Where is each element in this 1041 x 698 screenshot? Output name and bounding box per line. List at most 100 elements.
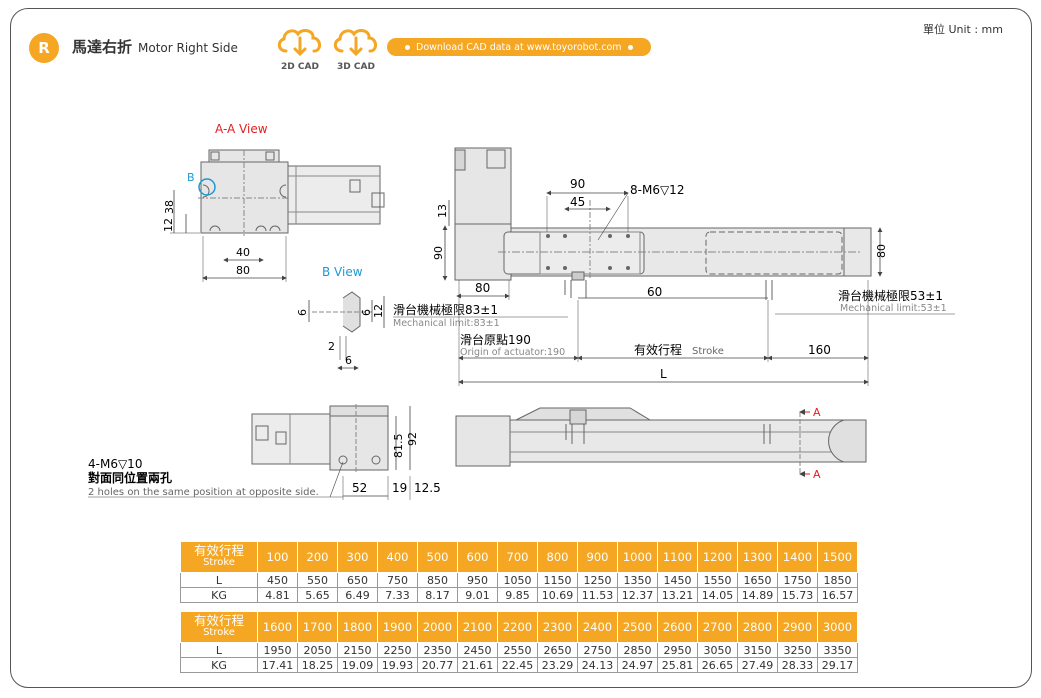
unit-label: 單位 Unit : mm [922,23,1003,36]
table-cell: 1200 [697,541,738,573]
dim-81-5: 81.5 [392,434,405,459]
table-cell: 24.13 [577,657,618,673]
table-cell: 750 [377,572,418,588]
table-cell: 650 [337,572,378,588]
table-cell: 12.37 [617,587,658,603]
table-cell: 2100 [457,611,498,643]
title-cn: 馬達右折 [72,38,133,56]
screw-spec-8: 8-M6▽12 [630,183,684,197]
row-header-cell: L [180,572,258,588]
table-cell: 1500 [817,541,858,573]
download-cad-link[interactable]: Download CAD data at www.toyorobot.com [387,38,651,56]
dim-6-bview-r: 6 [360,309,373,316]
dim-45: 45 [570,195,585,209]
table-cell: 2250 [377,642,418,658]
table-cell: 2750 [577,642,618,658]
table-cell: 2600 [657,611,698,643]
table-cell: 1300 [737,541,778,573]
dim-160: 160 [808,343,831,357]
table-cell: 1600 [257,611,298,643]
table-cell: 29.17 [817,657,858,673]
cad-3d-button[interactable]: 3D CAD [330,24,382,72]
holes-en: 2 holes on the same position at opposite… [88,487,319,498]
table-cell: 2300 [537,611,578,643]
dim-80-top: 80 [475,281,490,295]
table-cell: 2900 [777,611,818,643]
technical-drawing: A-A View B 38 12 40 80 B View [88,122,955,500]
row-header-cell: KG [180,587,258,603]
table-cell: 19.09 [337,657,378,673]
top-view: 90 45 8-M6▽12 13 90 80 60 80 滑台機械極限83±1 … [393,147,955,386]
origin-cn: 滑台原點190 [460,332,531,347]
table-cell: 1400 [777,541,818,573]
table-cell: 2050 [297,642,338,658]
table-cell: 200 [297,541,338,573]
dim-80-aa: 80 [236,264,250,277]
dim-60: 60 [647,285,662,299]
table-cell: 1850 [817,572,858,588]
b-marker: B [187,171,195,184]
title-en: Motor Right Side [138,41,238,55]
table-cell: 2850 [617,642,658,658]
table-cell: 22.45 [497,657,538,673]
table-cell: 16.57 [817,587,858,603]
table-cell: 9.01 [457,587,498,603]
table-cell: 1250 [577,572,618,588]
aa-view-label: A-A View [215,122,268,136]
table-cell: 400 [377,541,418,573]
dim-L: L [660,367,667,381]
table-cell: 1450 [657,572,698,588]
dim-90-top: 90 [570,177,585,191]
stroke-header-cn: 有效行程 [193,543,244,558]
dim-19: 19 [392,481,407,495]
table-cell: 2350 [417,642,458,658]
row-header-cell: KG [180,657,258,673]
dim-80-right: 80 [875,244,888,258]
cad-2d-button[interactable]: 2D CAD [274,24,326,72]
stroke-header-cn: 有效行程 [193,613,244,628]
table-cell: 3350 [817,642,858,658]
aa-view: A-A View B 38 12 40 80 [162,122,385,282]
dim-92: 92 [406,432,419,446]
table-cell: 14.05 [697,587,738,603]
table-cell: 13.21 [657,587,698,603]
dim-38: 38 [163,200,176,214]
cad-3d-label: 3D CAD [337,62,375,72]
origin-en: Origin of actuator:190 [460,347,565,358]
table-cell: 7.33 [377,587,418,603]
table-cell: 11.53 [577,587,618,603]
table-cell: 4.81 [257,587,298,603]
table-cell: 2550 [497,642,538,658]
table-cell: 1100 [657,541,698,573]
table-cell: 2000 [417,611,458,643]
table-cell: 19.93 [377,657,418,673]
table-cell: 1350 [617,572,658,588]
table-cell: 2200 [497,611,538,643]
table-cell: 1800 [337,611,378,643]
dim-13: 13 [436,204,449,218]
dim-12-5: 12.5 [414,481,441,495]
table-cell: 1000 [617,541,658,573]
side-view-right: A A [455,406,867,481]
table-cell: 2500 [617,611,658,643]
table-cell: 550 [297,572,338,588]
stroke-header-en: Stroke [203,557,235,568]
table-cell: 1700 [297,611,338,643]
table-cell: 300 [337,541,378,573]
dim-52: 52 [352,481,367,495]
dim-12-left: 12 [162,218,175,232]
cloud-download-icon [333,29,377,57]
table-cell: 1750 [777,572,818,588]
table-cell: 2150 [337,642,378,658]
table-cell: 2950 [657,642,698,658]
stroke-header-en: Stroke [203,627,235,638]
table-cell: 3050 [697,642,738,658]
